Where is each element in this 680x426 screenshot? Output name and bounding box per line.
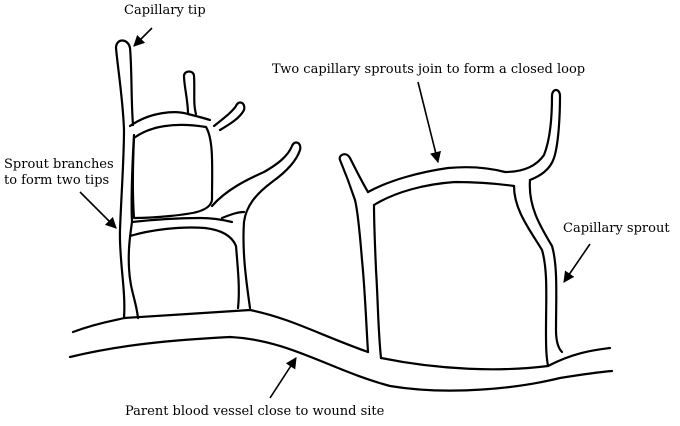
left-network-right-branch	[210, 141, 302, 310]
parent-vessel-arrow	[269, 357, 297, 399]
right-loop-left-inner-wall	[372, 203, 383, 360]
right-loop-left-outer-wall	[338, 153, 370, 354]
closed-loop-label: Two capillary sprouts join to form a clo…	[272, 62, 586, 77]
lower-loop-top-wall	[130, 216, 234, 224]
capillary-tip-arrow	[133, 27, 153, 47]
right-loop-top-inner-wall	[372, 180, 516, 207]
capillary-tip-label: Capillary tip	[124, 3, 206, 18]
branch-tip-b	[212, 101, 246, 132]
sprout-branches-label: Sprout branches to form two tips	[4, 157, 114, 188]
upper-loop-outline	[131, 123, 214, 220]
left-network-right-branch-inner	[220, 210, 246, 220]
lower-loop-outline	[128, 226, 240, 310]
upper-loop-top-wall	[128, 111, 212, 128]
right-loop-right-inner-wall	[528, 178, 564, 354]
closed-loop-arrow	[417, 81, 441, 164]
branch-tip-a	[182, 70, 198, 116]
capillary-sprout-arrow	[563, 243, 591, 283]
right-loop-top-outer-wall	[366, 88, 562, 194]
parent-vessel-lower-wall	[68, 335, 614, 392]
parent-vessel-label: Parent blood vessel close to wound site	[125, 404, 385, 419]
parent-vessel-upper-wall	[71, 308, 612, 371]
capillary-sprout-label: Capillary sprout	[563, 221, 670, 236]
left-sprout-outer-wall	[114, 39, 135, 320]
sprout-branches-arrow	[79, 191, 117, 229]
right-loop-right-outer-wall	[512, 184, 550, 368]
